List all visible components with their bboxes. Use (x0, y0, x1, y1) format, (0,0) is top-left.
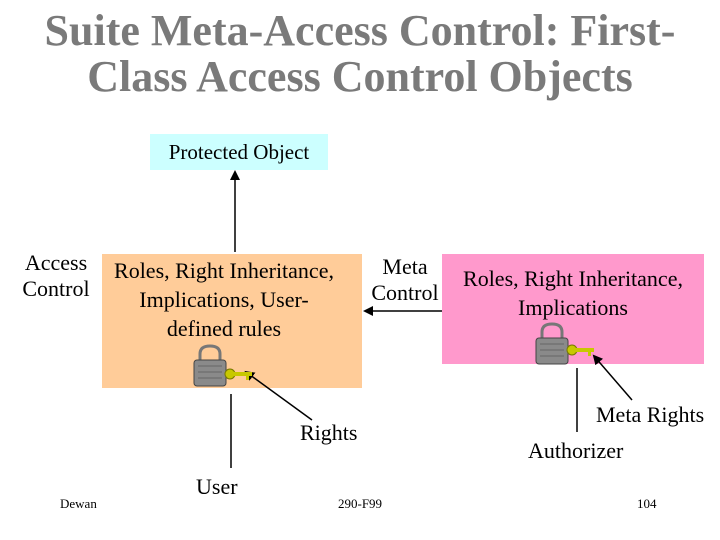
meta-box-line-2: Implications (518, 295, 628, 320)
padlock-key-icon (193, 344, 252, 387)
access-control-label: Access Control (18, 250, 94, 302)
meta-control-box-text: Roles, Right Inheritance, Implications (444, 264, 702, 322)
access-control-line-3: defined rules (166, 316, 282, 341)
access-control-line-1: Roles, Right Inheritance, (114, 258, 334, 283)
access-label-line-2: Control (22, 276, 90, 301)
footer-page-number: 104 (637, 496, 657, 511)
meta-label-line-2: Control (371, 280, 439, 305)
slide-title: Suite Meta-Access Control: First- Class … (0, 8, 720, 100)
access-label-line-1: Access (24, 250, 88, 275)
arrow-meta-rights-to-key (592, 354, 633, 401)
user-label: User (196, 474, 238, 499)
footer-course: 290-F99 (338, 496, 383, 511)
footer-author: Dewan (60, 496, 97, 511)
meta-rights-label: Meta Rights (596, 402, 705, 427)
title-line-1: Suite Meta-Access Control: First- (44, 6, 676, 55)
meta-box-line-1: Roles, Right Inheritance, (463, 266, 683, 291)
protected-object-box: Protected Object (150, 134, 328, 170)
meta-control-label: Meta Control (368, 254, 442, 306)
padlock-key-icon (535, 322, 594, 365)
access-control-box (102, 254, 362, 388)
meta-label-line-1: Meta (382, 254, 428, 279)
authorizer-label: Authorizer (528, 438, 624, 463)
title-line-2: Class Access Control Objects (87, 52, 633, 101)
protected-object-label: Protected Object (168, 139, 310, 164)
rights-label: Rights (300, 420, 358, 445)
access-control-line-2: Implications, User- (139, 287, 309, 312)
arrow-rights-to-key (244, 370, 313, 421)
access-control-text: Roles, Right Inheritance, Implications, … (102, 256, 346, 343)
